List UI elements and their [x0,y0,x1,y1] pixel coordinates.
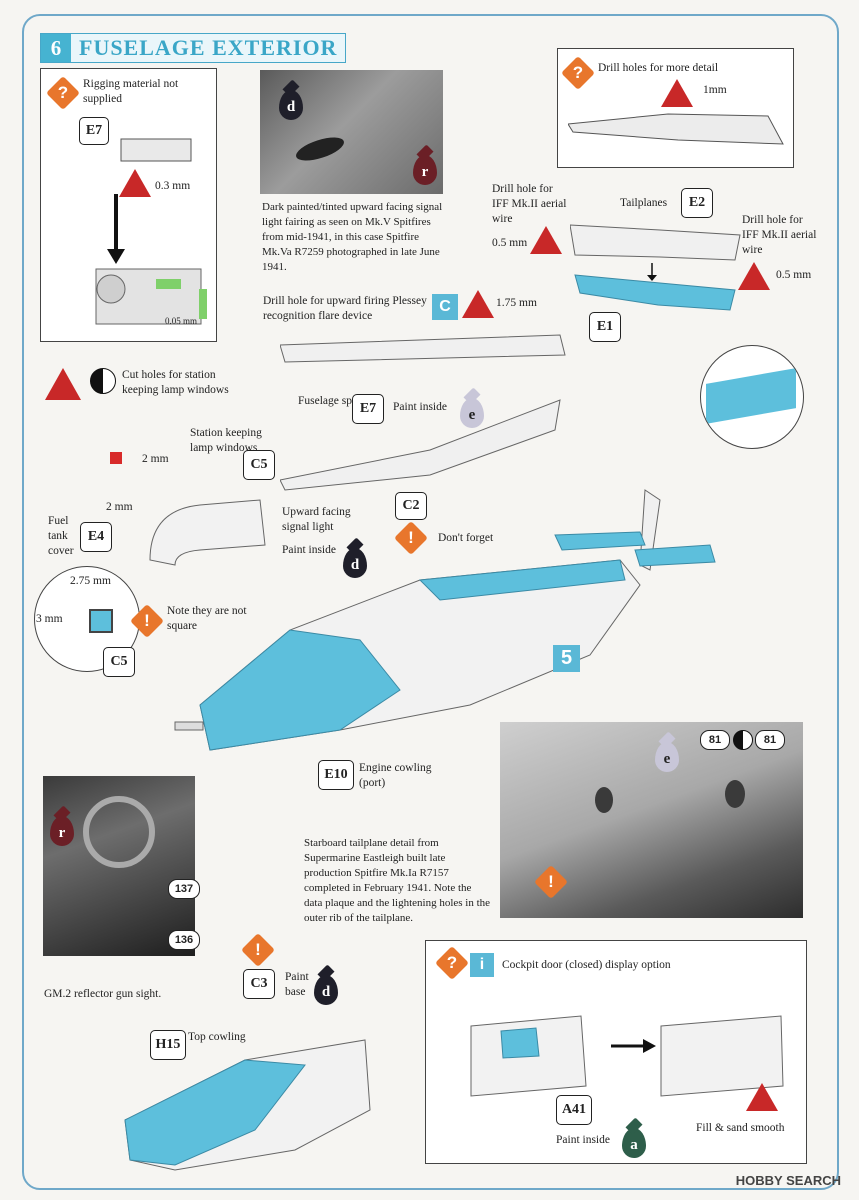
part-label-e7: E7 [352,394,384,424]
spine-label: Fuselage spine [298,395,367,407]
lamp-window-label: Station keeping lamp windows [190,427,262,454]
photo-caption: Dark painted/tinted upward facing signal… [262,201,443,273]
top-cowling-label: Top cowling [188,1031,246,1043]
fuselage-assembly [174,489,716,751]
part-label-c2: C2 [395,492,427,520]
warning-icon: ? [46,76,80,110]
color-code-81: 81 [755,730,785,750]
warning-icon: ! [241,933,275,967]
part-label-e1: E1 [589,312,621,342]
step-number: 5 [553,645,580,672]
gunsight-photo [43,776,195,956]
watermark: HOBBY SEARCH [735,1173,841,1188]
rigging-box: ? Rigging material not supplied E7 0.3 m… [40,68,217,342]
paint-drop-a: a [622,1128,646,1158]
tailplane-drawing [568,113,784,145]
fuel-tank-label: Fuel tank cover [48,515,74,557]
rigging-size: 0.3 mm [155,180,191,192]
drill-warning-icon [45,368,81,400]
part-label-h15: H15 [150,1030,186,1060]
section-number: 6 [41,34,71,62]
spine-drill-size: 1.75 mm [496,297,537,309]
part-label-e7: E7 [79,117,109,145]
tailplane-photo-caption: Starboard tailplane detail from Supermar… [304,837,491,924]
paint-drop-r: r [50,816,74,846]
right-drill-note: Drill hole for IFF Mk.II aerial wire [742,214,817,256]
engine-cowling-label: Engine cowling (port) [359,762,432,789]
yin-yang-icon [733,730,753,750]
color-code-137: 137 [168,879,200,899]
fuel-tank-cover-drawing [149,499,266,566]
right-drill-size: 0.5 mm [776,269,812,281]
left-drill-note: Drill hole for IFF Mk.II aerial wire [492,183,567,225]
warning-icon: ? [561,56,595,90]
drill-warning-icon [738,262,770,290]
detail-height: 3 mm [36,613,63,625]
paint-inside-note: Paint inside [393,401,447,413]
drill-warning-icon [746,1083,778,1111]
part-label-e2: E2 [681,188,713,218]
rigging-part-drawing [95,138,207,325]
paint-drop-d: d [343,548,367,578]
paint-inside-label: Paint inside [282,544,336,556]
cockpit-door-box: ? i Cockpit door (closed) display option… [425,940,807,1164]
fill-sand-note: Fill & sand smooth [696,1122,785,1134]
color-code-81: 81 [700,730,730,750]
part-label-e4: E4 [80,522,112,552]
paint-drop-d: d [314,975,338,1005]
tailplane-detail-circle [700,345,804,449]
rigging-note: Rigging material not supplied [83,78,179,105]
tailplanes-label: Tailplanes [620,197,668,209]
warning-icon: ! [130,604,164,638]
cockpit-door-drawing [470,1015,784,1097]
part-label-a41: A41 [556,1095,592,1125]
section-header: 6 FUSELAGE EXTERIOR [40,33,346,63]
part-label-c3: C3 [243,969,275,999]
drill-size: 1mm [703,84,727,96]
spine-drill-note: Drill hole for upward firing Plessey rec… [263,295,427,322]
part-label-c5-detail: C5 [103,647,135,677]
spine-drawing [280,334,566,491]
tailplane-parts [570,224,741,311]
dim-2mm-b: 2 mm [106,501,133,513]
paint-inside-label: Paint inside [556,1134,610,1146]
detail-width: 2.75 mm [70,575,111,587]
cut-holes-note: Cut holes for station keeping lamp windo… [122,369,229,396]
drill-warning-icon [462,290,494,318]
paint-drop-d: d [279,90,303,120]
lamp-window-marker [110,452,122,464]
drill-box: ? Drill holes for more detail 1mm [557,48,794,168]
part-label-e10: E10 [318,760,354,790]
cockpit-door-note: Cockpit door (closed) display option [502,959,671,971]
color-code-136: 136 [168,930,200,950]
tool-icon-c: C [432,294,458,320]
dont-forget-note: Don't forget [438,532,494,544]
signal-light-label: Upward facing signal light [282,506,351,533]
top-cowling-drawing [124,1039,371,1171]
left-drill-size: 0.5 mm [492,237,528,249]
drill-warning-icon [119,169,151,197]
paint-base-label: Paint base [285,971,309,998]
wire-size: 0.05 mm [165,316,198,326]
gunsight-caption: GM.2 reflector gun sight. [44,988,162,1000]
page-border [22,14,839,1190]
info-icon: i [470,953,494,977]
not-square-note: Note they are not square [167,605,247,632]
warning-icon: ? [435,946,469,980]
part-label-c5: C5 [243,450,275,480]
paint-drop-r: r [413,155,437,185]
drill-note: Drill holes for more detail [598,62,719,74]
warning-icon: ! [534,865,568,899]
section-title: FUSELAGE EXTERIOR [79,35,338,60]
dim-2mm-a: 2 mm [142,453,169,465]
drill-warning-icon [530,226,562,254]
yin-yang-icon [90,368,116,394]
paint-drop-e: e [460,398,484,428]
drill-warning-icon [661,79,693,107]
paint-drop-e: e [655,742,679,772]
